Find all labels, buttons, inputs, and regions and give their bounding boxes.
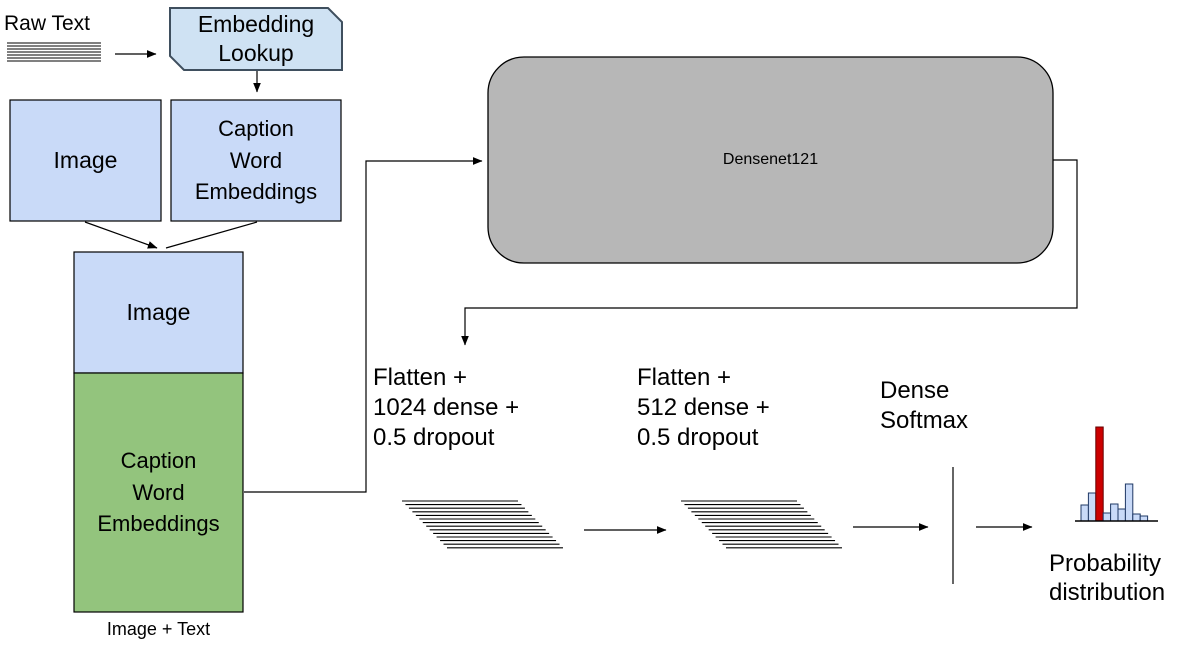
caption-word-embeddings-label: Caption Word Embeddings bbox=[194, 115, 318, 205]
raw-text-icon bbox=[7, 42, 101, 62]
probability-bar bbox=[1139, 515, 1149, 522]
connector-image-to-combined bbox=[84, 221, 158, 249]
probability-bar-highlight bbox=[1095, 426, 1104, 522]
embedding-lookup-label: Embedding Lookup bbox=[197, 11, 315, 66]
probability-bar bbox=[1132, 513, 1141, 522]
combined-caption-label: Image + Text bbox=[106, 619, 211, 640]
combined-embeddings-label: Caption Word Embeddings bbox=[97, 447, 220, 537]
connector-cwe-to-combined bbox=[165, 221, 258, 249]
probability-bar bbox=[1080, 504, 1089, 522]
image-input-label: Image bbox=[53, 147, 118, 174]
probability-bar bbox=[1087, 492, 1097, 522]
raw-text-label: Raw Text bbox=[4, 12, 90, 35]
densenet-label: Densenet121 bbox=[722, 151, 819, 168]
probability-bar bbox=[1117, 508, 1126, 522]
connector-combined-to-densenet bbox=[244, 157, 483, 493]
combined-image-box bbox=[73, 251, 244, 374]
probability-distribution-label: Probability distribution bbox=[1049, 550, 1166, 606]
probability-bar bbox=[1110, 503, 1119, 522]
connector-densenet-to-fc1 bbox=[461, 159, 1078, 346]
combined-image-label: Image bbox=[126, 299, 191, 326]
caption-word-embeddings-box bbox=[170, 99, 342, 222]
probability-bar bbox=[1102, 512, 1112, 522]
feature-stack-icon-1 bbox=[402, 500, 563, 549]
embedding-lookup-box bbox=[169, 7, 343, 71]
combined-embeddings-box bbox=[73, 372, 244, 613]
fc-block-2-label: Flatten + 512 dense + 0.5 dropout bbox=[637, 364, 770, 451]
densenet-box bbox=[487, 56, 1054, 264]
probability-bars-icon bbox=[1080, 426, 1149, 522]
probability-bar bbox=[1124, 483, 1134, 522]
image-input-box bbox=[9, 99, 162, 222]
feature-stack-icon-2 bbox=[681, 500, 842, 549]
fc-block-1-label: Flatten + 1024 dense + 0.5 dropout bbox=[373, 364, 520, 451]
dense-softmax-label: Dense Softmax bbox=[880, 377, 969, 434]
